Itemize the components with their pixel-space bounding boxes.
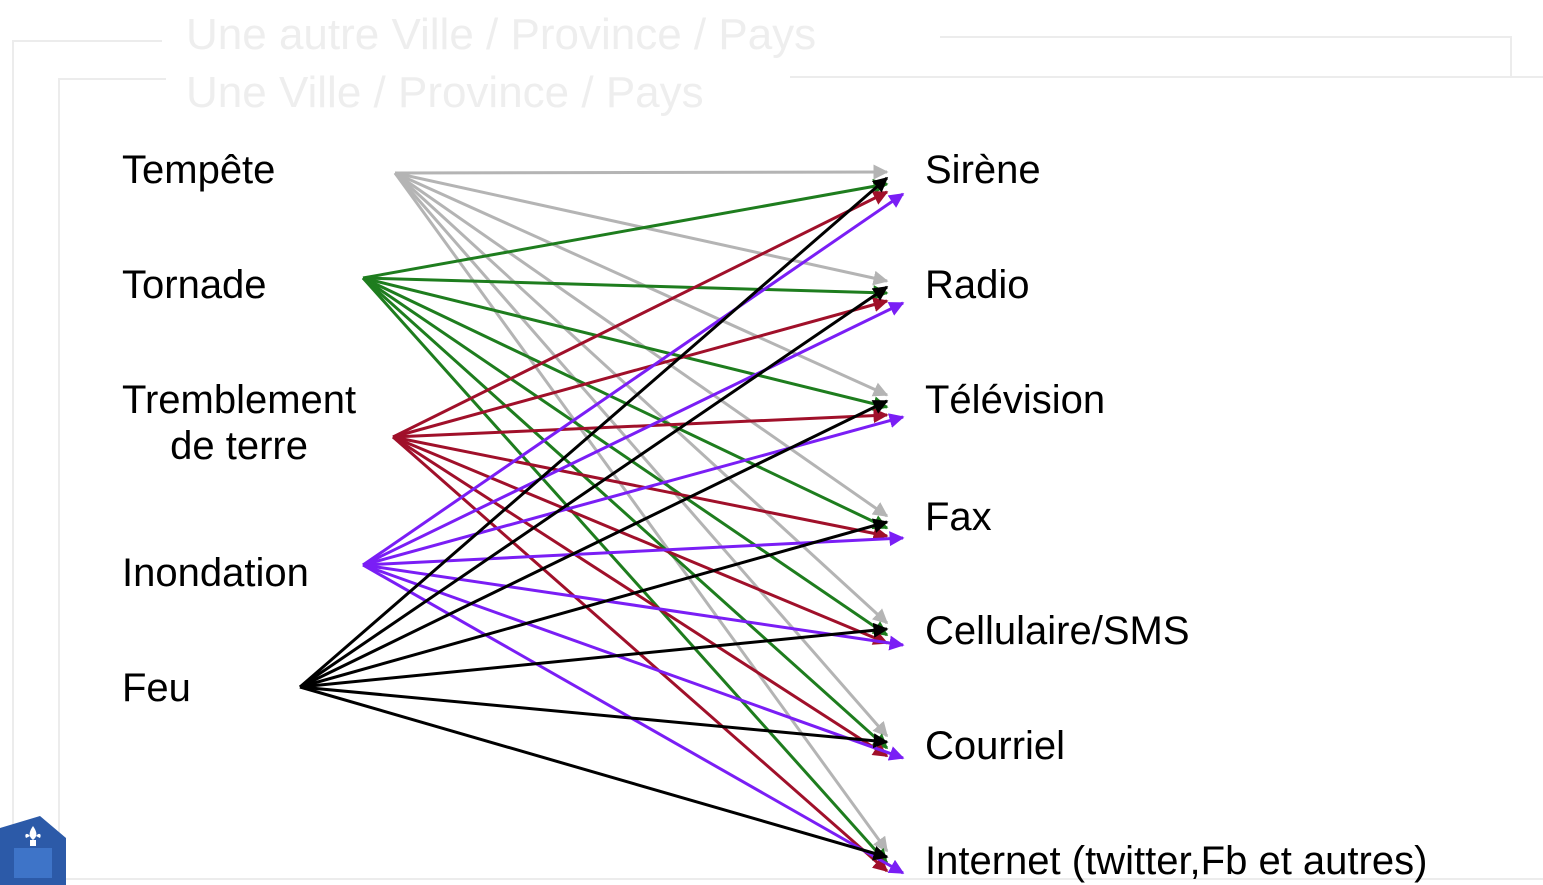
- inner-frame-left: [58, 78, 60, 858]
- arrow-feu-to-fax: [299, 518, 889, 689]
- inner-frame-top-left: [58, 78, 166, 80]
- arrow-tremblement-to-cellulaire: [392, 435, 889, 645]
- arrow-feu-to-internet: [299, 685, 889, 861]
- channel-label-sirene: Sirène: [925, 148, 1041, 192]
- arrow-feu-to-courriel: [299, 685, 889, 749]
- outer-frame-right: [1510, 36, 1512, 78]
- arrow-feu-to-sirene: [299, 176, 889, 689]
- channel-label-courriel: Courriel: [925, 724, 1066, 768]
- arrow-tornade-to-courriel: [361, 276, 889, 750]
- arrow-tempete-to-internet: [393, 172, 889, 853]
- arrow-tempete-to-cellulaire: [393, 171, 889, 625]
- arrow-tempete-to-television: [394, 171, 889, 397]
- outer-frame-top-left: [12, 40, 162, 42]
- channel-label-television: Télévision: [925, 378, 1106, 422]
- arrow-inondation-to-television: [362, 413, 905, 567]
- outer-frame-left: [12, 40, 14, 840]
- arrow-tornade-to-fax: [362, 276, 889, 530]
- hazard-label-tempete: Tempête: [122, 148, 276, 192]
- channel-label-fax: Fax: [925, 495, 992, 539]
- arrow-inondation-to-sirene: [362, 192, 905, 567]
- arrow-tornade-to-radio: [362, 276, 889, 301]
- channel-label-radio: Radio: [925, 263, 1030, 307]
- arrow-tremblement-to-television: [392, 408, 889, 439]
- outer-frame-title: Une autre Ville / Province / Pays: [186, 10, 817, 59]
- hazard-label-tornade: Tornade: [122, 263, 267, 307]
- arrow-tempete-to-sirene: [394, 164, 889, 180]
- arrow-tremblement-to-sirene: [392, 190, 889, 439]
- hazard-label-inondation: Inondation: [122, 551, 309, 595]
- arrow-tornade-to-cellulaire: [362, 276, 889, 637]
- arrow-tremblement-to-courriel: [392, 435, 889, 758]
- channel-label-internet: Internet (twitter,Fb et autres): [925, 839, 1428, 883]
- quebec-flag-logo-icon: [0, 816, 66, 885]
- arrow-tornade-to-sirene: [362, 179, 889, 280]
- arrow-tremblement-to-fax: [392, 435, 889, 541]
- arrow-tornade-to-television: [362, 276, 889, 412]
- hazard-label-tremblement: Tremblement de terre: [122, 378, 357, 468]
- arrow-feu-to-radio: [299, 285, 889, 689]
- hazard-label-feu: Feu: [122, 666, 191, 710]
- inner-frame-title: Une Ville / Province / Pays: [186, 68, 704, 117]
- arrow-feu-to-television: [299, 399, 889, 689]
- arrow-inondation-to-cellulaire: [362, 563, 905, 651]
- arrow-tempete-to-fax: [394, 171, 889, 518]
- inner-frame-top-right: [790, 76, 1543, 78]
- outer-frame-top-right: [940, 36, 1512, 38]
- arrow-tornade-to-internet: [361, 276, 889, 865]
- channel-label-cellulaire: Cellulaire/SMS: [925, 609, 1190, 653]
- arrow-inondation-to-radio: [362, 301, 905, 567]
- frame-bottom: [60, 878, 1543, 880]
- arrow-inondation-to-courriel: [362, 563, 905, 761]
- arrow-tremblement-to-radio: [392, 297, 889, 439]
- arrow-feu-to-cellulaire: [299, 622, 889, 689]
